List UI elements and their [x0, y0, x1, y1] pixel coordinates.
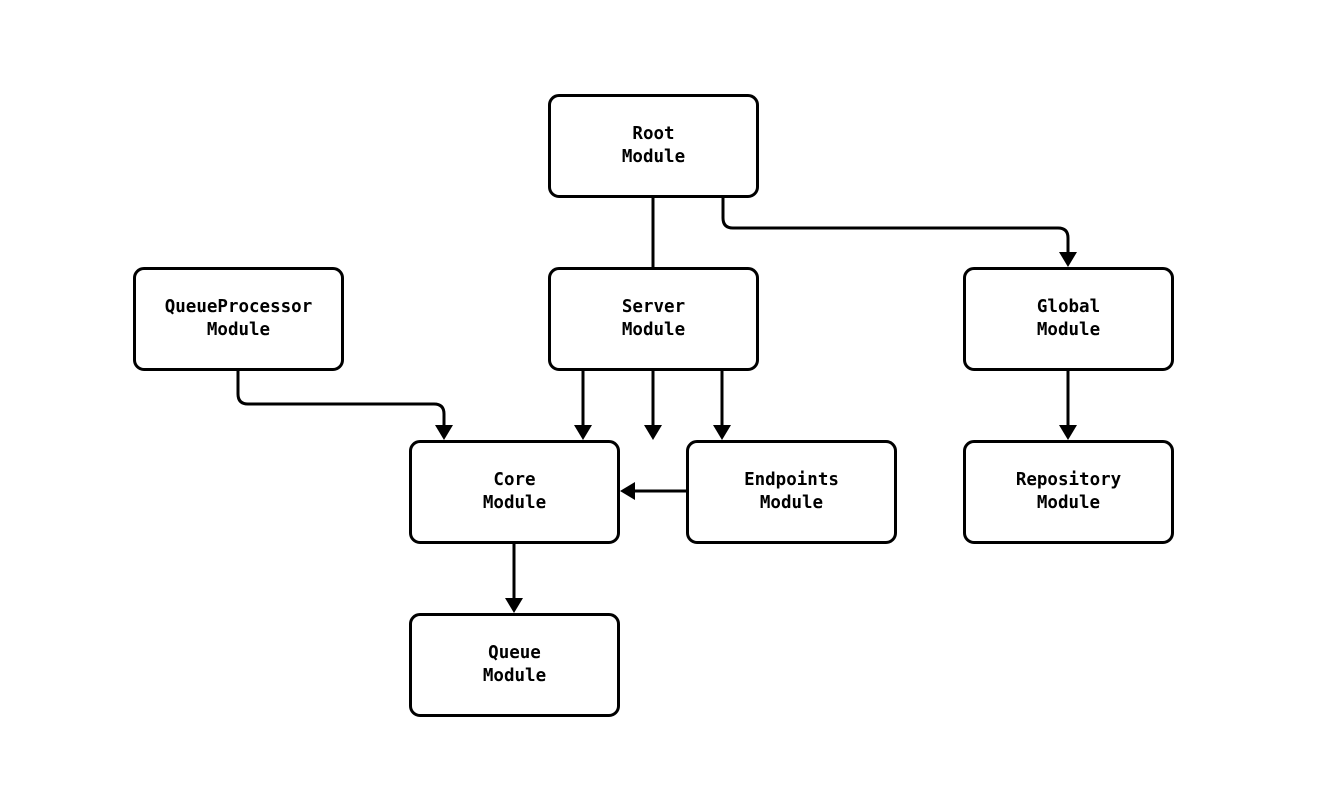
node-queueprocessor[interactable]: QueueProcessor Module: [133, 267, 344, 371]
node-core[interactable]: Core Module: [409, 440, 620, 544]
node-endpoints[interactable]: Endpoints Module: [686, 440, 897, 544]
node-label-endpoints: Endpoints Module: [744, 470, 839, 513]
node-server[interactable]: Server Module: [548, 267, 759, 371]
node-root[interactable]: Root Module: [548, 94, 759, 198]
node-repository[interactable]: Repository Module: [963, 440, 1174, 544]
node-label-queueprocessor: QueueProcessor Module: [164, 297, 313, 340]
arrowhead-endpoints-to-core: [620, 482, 635, 500]
node-label-root: Root Module: [621, 124, 686, 167]
arrowhead-core-to-queue: [505, 598, 523, 613]
arrowhead-server-to-core: [574, 425, 592, 440]
edge-queueprocessor-to-core: [236, 371, 446, 428]
node-label-repository: Repository Module: [1015, 470, 1122, 513]
edge-root-to-global: [721, 198, 1070, 255]
arrowhead-root-to-global: [1059, 252, 1077, 267]
node-label-core: Core Module: [482, 470, 547, 513]
node-label-global: Global Module: [1036, 297, 1101, 340]
node-label-queue: Queue Module: [482, 643, 547, 686]
node-queue[interactable]: Queue Module: [409, 613, 620, 717]
node-label-server: Server Module: [621, 297, 686, 340]
arrowhead-server-to-endpoints: [713, 425, 731, 440]
node-global[interactable]: Global Module: [963, 267, 1174, 371]
arrowhead-global-to-repository: [1059, 425, 1077, 440]
arrowhead-queueprocessor-to-core: [435, 425, 453, 440]
arrowhead-root-to-server: [644, 425, 662, 440]
edges-group: [236, 198, 1070, 601]
arrowheads-group: [435, 252, 1077, 613]
